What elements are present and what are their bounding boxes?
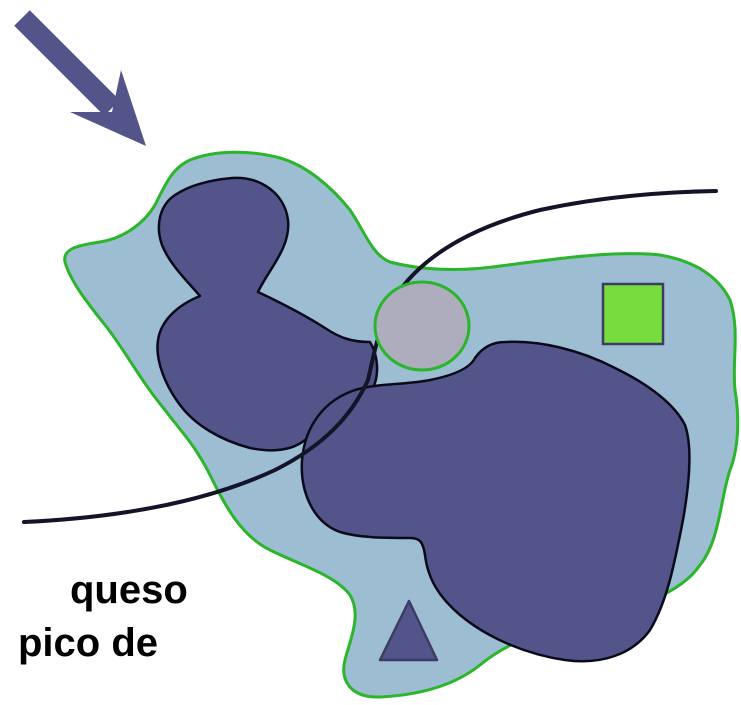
central-blob bbox=[300, 340, 691, 663]
arrow-shaft bbox=[14, 10, 120, 116]
green-square bbox=[601, 282, 665, 346]
caption-line-2: pico de bbox=[18, 621, 159, 665]
dividing-curve bbox=[22, 189, 718, 524]
caption-line-1: queso bbox=[70, 568, 188, 612]
small-circle bbox=[373, 280, 471, 372]
arrow-icon bbox=[14, 10, 146, 146]
dark-triangle bbox=[378, 599, 439, 662]
arrow-head bbox=[70, 70, 146, 146]
upper-left-blob bbox=[156, 176, 379, 452]
